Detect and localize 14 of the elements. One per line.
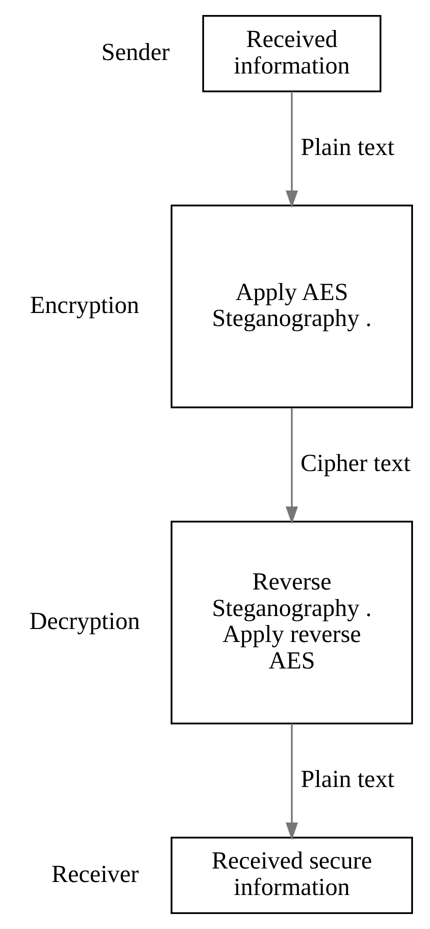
- node-box: Reverse Steganography . Apply reverse AES: [170, 520, 413, 724]
- node-box: Apply AES Steganography .: [170, 204, 413, 408]
- edge-label: Plain text: [300, 766, 394, 794]
- edge-label: Plain text: [300, 134, 394, 161]
- node-label: Encryption: [30, 292, 140, 319]
- arrow: [286, 92, 298, 208]
- edge-label: Cipher text: [300, 450, 410, 477]
- node-box: Received secure information: [170, 836, 413, 914]
- node-label: Sender: [101, 39, 170, 66]
- node-label: Decryption: [29, 608, 140, 636]
- node-label: Receiver: [51, 860, 139, 888]
- node-box: Received information: [202, 15, 382, 92]
- arrow: [286, 408, 298, 524]
- arrow: [286, 724, 298, 840]
